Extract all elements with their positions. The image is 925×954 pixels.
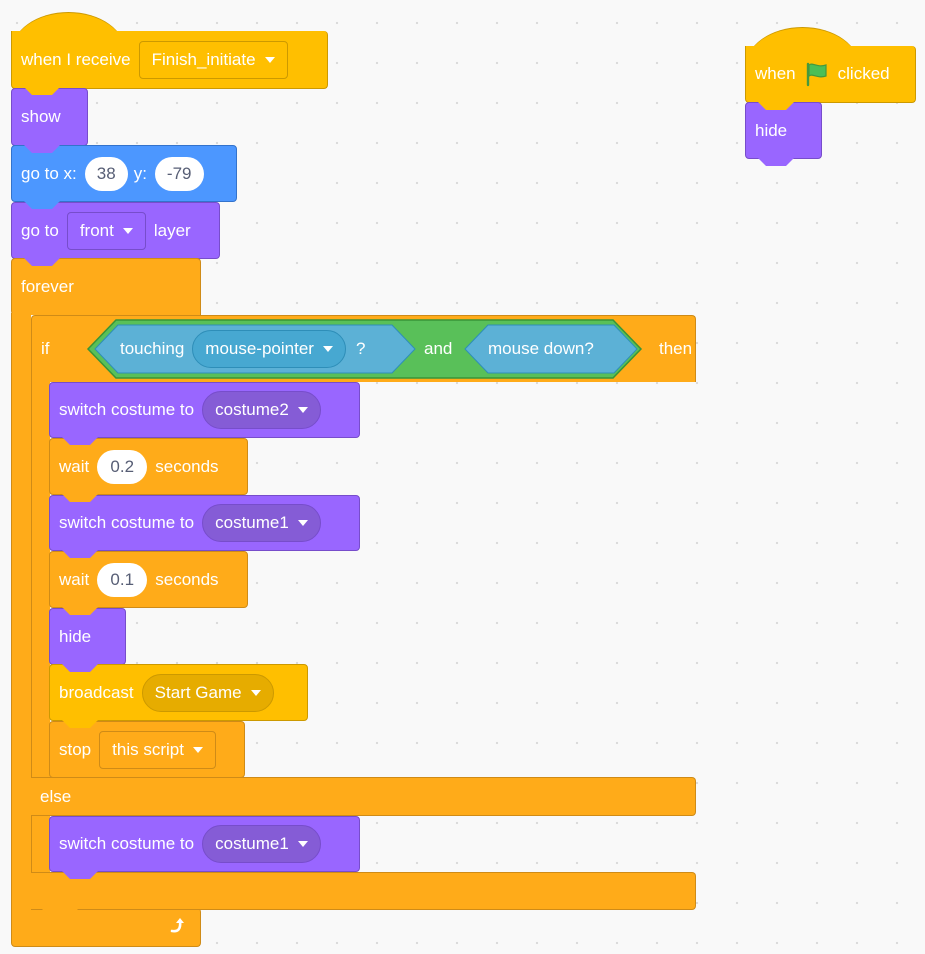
notch-connector [758, 158, 794, 166]
forever-arm [11, 313, 31, 911]
go-to-x-label: go to x: [21, 163, 77, 183]
if-label: if [41, 339, 50, 358]
layer-dropdown[interactable]: front [66, 211, 146, 250]
broadcast-block[interactable]: broadcast Start Game [49, 664, 308, 721]
seconds-label: seconds [155, 456, 219, 476]
notch-connector [62, 494, 98, 502]
x-input[interactable]: 38 [84, 156, 128, 191]
when-i-receive-label: when I receive [21, 49, 131, 69]
switch-costume-label: switch costume to [59, 834, 195, 853]
chevron-down-icon [250, 689, 261, 696]
chevron-down-icon [264, 56, 275, 63]
notch-connector [62, 664, 98, 672]
go-to-xy-block[interactable]: go to x: 38 y: -79 [11, 145, 237, 202]
stop-option-dropdown[interactable]: this script [99, 730, 216, 769]
switch-costume-block-2[interactable]: switch costume to costume1 [49, 495, 360, 551]
switch-costume-block-1[interactable]: switch costume to costume2 [49, 382, 360, 438]
and-label: and [424, 339, 453, 358]
broadcast-message-dropdown[interactable]: Start Game [141, 673, 274, 712]
forever-block[interactable]: forever [11, 258, 201, 315]
clicked-label: clicked [837, 64, 890, 83]
else-bar: else [31, 777, 696, 816]
when-i-receive-block[interactable]: when I receive Finish_initiate [11, 31, 328, 89]
costume-dropdown-3[interactable]: costume1 [202, 825, 321, 863]
when-flag-clicked-block[interactable]: when clicked [745, 46, 916, 103]
chevron-down-icon [122, 227, 133, 234]
if-footer [31, 872, 696, 910]
touching-label: touching [120, 339, 185, 358]
y-label: y: [133, 163, 147, 183]
loop-arrow-icon [168, 915, 188, 940]
message-value: Finish_initiate [151, 49, 256, 69]
stop-block[interactable]: stop this script [49, 721, 245, 778]
mouse-down-label: mouse down? [488, 339, 594, 358]
if-arm [31, 380, 50, 910]
broadcast-message-value: Start Game [154, 682, 242, 702]
wait-label: wait [59, 456, 90, 476]
notch-connector [42, 909, 78, 917]
seconds-label: seconds [155, 569, 219, 589]
layer-suffix-label: layer [153, 220, 191, 240]
wait-label: wait [59, 569, 90, 589]
hide-label: hide [755, 120, 788, 140]
broadcast-label: broadcast [59, 682, 134, 702]
chevron-down-icon [192, 746, 203, 753]
wait-seconds-input-1[interactable]: 0.2 [97, 449, 148, 484]
show-block[interactable]: show [11, 88, 88, 146]
go-to-layer-block[interactable]: go to front layer [11, 202, 220, 259]
y-input[interactable]: -79 [154, 156, 204, 191]
costume-dropdown-1[interactable]: costume2 [202, 391, 321, 429]
switch-costume-block-3[interactable]: switch costume to costume1 [49, 816, 360, 872]
then-label: then [659, 339, 693, 358]
notch-connector [62, 871, 98, 879]
notch-connector [758, 102, 794, 110]
costume-value: costume2 [215, 400, 289, 419]
costume-value: costume1 [215, 834, 289, 853]
notch-connector [24, 201, 60, 209]
show-label: show [21, 107, 61, 126]
wait-block-1[interactable]: wait 0.2 seconds [49, 438, 248, 495]
hide-label: hide [59, 626, 92, 646]
go-to-label: go to [21, 220, 59, 240]
mouse-down-block[interactable]: mouse down? [479, 324, 594, 374]
notch-connector [62, 607, 98, 615]
wait-seconds-input-2[interactable]: 0.1 [97, 562, 148, 597]
notch-connector [24, 87, 60, 95]
else-label: else [40, 786, 72, 806]
notch-connector [62, 550, 98, 558]
costume-dropdown-2[interactable]: costume1 [202, 504, 321, 542]
hide-block[interactable]: hide [49, 608, 126, 665]
notch-connector [62, 720, 98, 728]
forever-footer [11, 908, 201, 947]
when-label: when [755, 64, 796, 83]
stop-label: stop [59, 739, 92, 759]
mouse-down-block-shape [464, 324, 638, 374]
stop-option-value: this script [112, 739, 184, 759]
message-dropdown[interactable]: Finish_initiate [138, 40, 288, 79]
chevron-down-icon [297, 407, 308, 413]
notch-connector [24, 258, 60, 266]
notch-connector [62, 437, 98, 445]
notch-connector [24, 145, 60, 153]
touching-target-dropdown[interactable]: mouse-pointer [192, 330, 346, 368]
chevron-down-icon [297, 520, 308, 526]
costume-value: costume1 [215, 513, 289, 532]
green-flag-icon [804, 61, 830, 87]
question-mark-label: ? [355, 339, 366, 358]
chevron-down-icon [297, 841, 308, 847]
switch-costume-label: switch costume to [59, 513, 195, 532]
forever-label: forever [21, 277, 74, 296]
touching-block[interactable]: touching mouse-pointer ? [110, 324, 365, 374]
touching-target-value: mouse-pointer [205, 339, 314, 358]
chevron-down-icon [322, 346, 333, 352]
wait-block-2[interactable]: wait 0.1 seconds [49, 551, 248, 608]
layer-value: front [79, 220, 114, 240]
switch-costume-label: switch costume to [59, 400, 195, 419]
